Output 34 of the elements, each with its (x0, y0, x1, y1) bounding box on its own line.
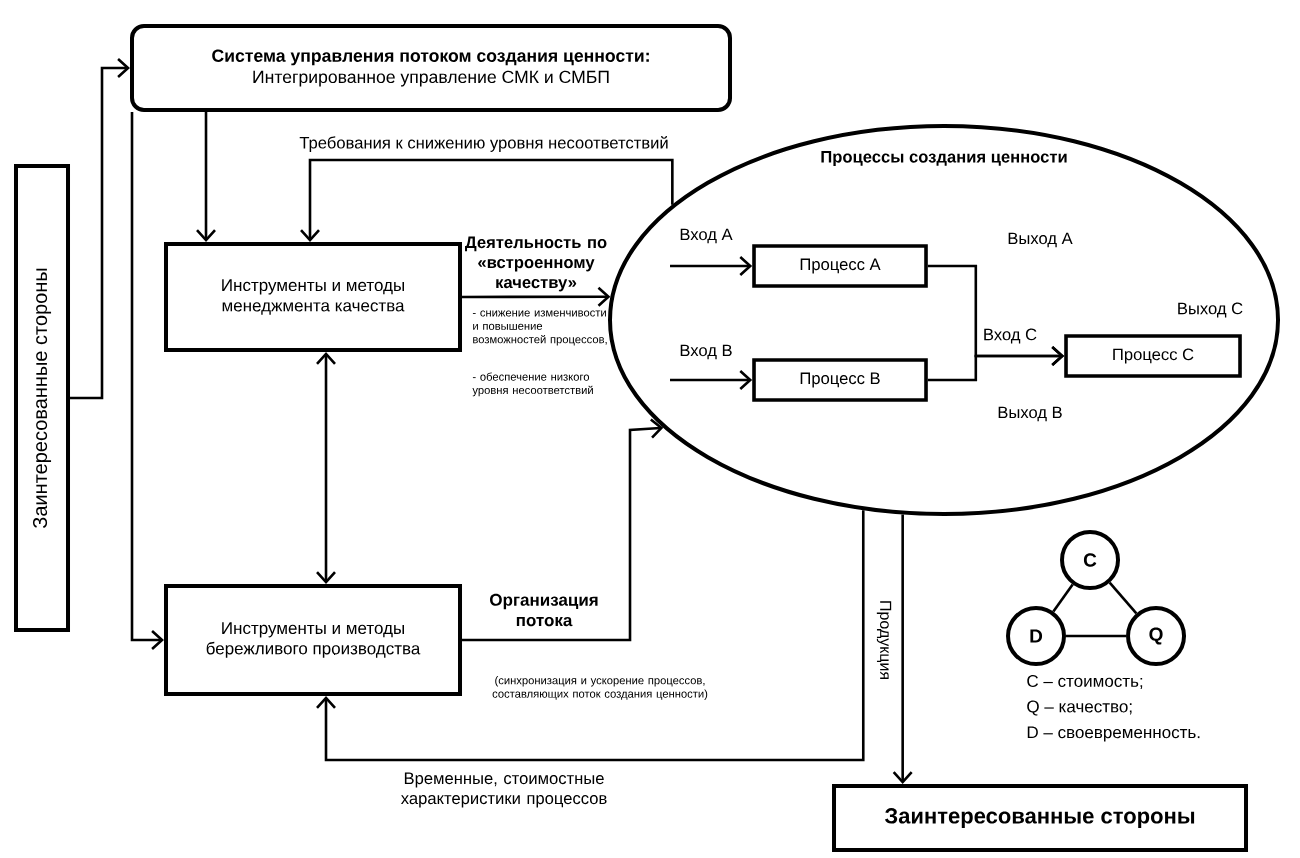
input-label: Вход С (984, 328, 1037, 344)
legend-text: D – своевременность. (1027, 726, 1200, 742)
arrow (670, 256, 753, 276)
arrow (70, 58, 130, 400)
legend-text: C – стоимость; (1027, 675, 1143, 689)
edge-label: Продукция (876, 601, 892, 679)
method-box: Инструменты и методы менеджмента качества (164, 242, 462, 352)
arrow (300, 158, 674, 242)
process-box: Процесс В (752, 358, 928, 402)
stakeholder-box: Заинтересованные стороны (14, 164, 70, 632)
arrow (130, 112, 164, 650)
arrow (927, 346, 1065, 382)
method-box: Заинтересованные стороны (832, 784, 1248, 852)
process-box: Процесс А (752, 244, 928, 288)
edge-label: Вход А (680, 228, 733, 244)
arrow (316, 510, 865, 762)
edge-label: Деятельность по «встроенному качеству» (465, 236, 607, 292)
arrow (196, 112, 216, 242)
system-box: Система управления потоком создания ценности: Интегрированное управление СМК и СМБП (130, 24, 732, 112)
output-label: Выход В (998, 406, 1062, 422)
output-label: Выход С (1178, 302, 1243, 318)
edge-label: Вход В (680, 344, 732, 360)
arrow (316, 352, 336, 584)
legend-text: Q – качество; (1027, 700, 1132, 716)
edge-label: Временные, стоимостные характеристики процессов (400, 772, 607, 808)
edge-label: Организация потока (490, 593, 598, 627)
output-label: Выход А (1008, 232, 1073, 248)
edge-label: Требования к снижению уровня несоответствий (299, 136, 668, 152)
arrow (892, 514, 913, 784)
arrow (462, 286, 611, 307)
method-box: Инструменты и методы бережливого производства (164, 584, 462, 696)
arrow (670, 370, 753, 390)
arrow (462, 418, 664, 642)
process-box: Процесс С (1064, 334, 1242, 378)
